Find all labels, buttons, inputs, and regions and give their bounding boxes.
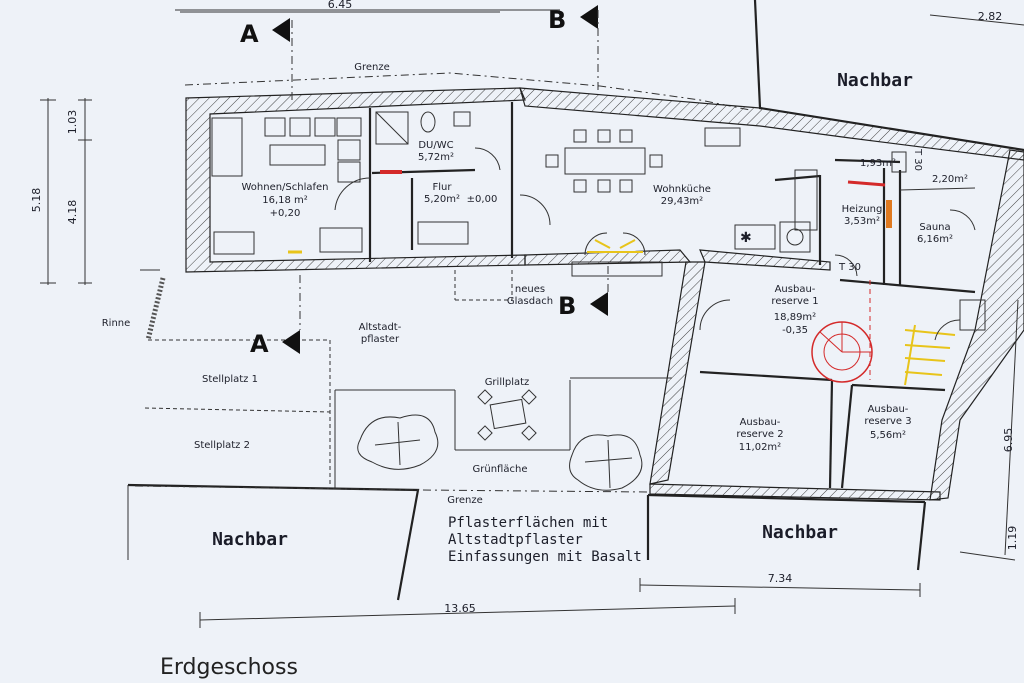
building-outer-walls [185, 87, 1024, 501]
altstadt-label-2: pflaster [361, 334, 400, 345]
stellplatz-2-label: Stellplatz 2 [194, 440, 250, 451]
room-sauna-name: Sauna [919, 222, 950, 233]
dim-top-right-text: 2.82 [978, 10, 1003, 23]
room-res2-name1: Ausbau- [740, 417, 781, 428]
section-b-top: B [548, 6, 566, 34]
room-heizung-area: 3,53m² [844, 216, 880, 227]
neighbor-label-bottom-right: Nachbar [762, 522, 838, 543]
dim-right-main: 6.95 [1002, 428, 1015, 453]
section-a-top: A [240, 20, 259, 48]
dim-bottom-right: 7.34 [768, 572, 793, 585]
room-small1-area: 1,93m² [860, 158, 896, 169]
heating-sauna-area [834, 151, 976, 277]
room-reserve-3: Ausbau- reserve 3 5,56m² [864, 404, 911, 441]
room-res1-name1: Ausbau- [775, 284, 816, 295]
room-res2-area: 11,02m² [739, 442, 781, 453]
neighbor-label-bottom-left: Nachbar [212, 529, 288, 550]
bedroom-furniture [211, 117, 371, 255]
room-flur: Flur 5,20m² ±0,00 [424, 182, 497, 205]
room-res1-area: 18,89m² [774, 312, 816, 323]
room-res3-name1: Ausbau- [868, 404, 909, 415]
room-heizung-name: Heizung [842, 204, 883, 215]
room-flur-level: ±0,00 [467, 194, 498, 205]
straight-staircase [699, 299, 986, 386]
room-res1-level: -0,35 [782, 325, 808, 336]
room-wohnen-level: +0,20 [270, 208, 301, 219]
dim-left-inner: 4.18 [66, 200, 79, 225]
kitchen-asterisk: ✱ [740, 230, 752, 246]
bathroom-fixtures [375, 111, 501, 171]
room-small2-area: 2,20m² [932, 174, 968, 185]
room-sauna-area: 6,16m² [917, 234, 953, 245]
room-wohnen-area: 16,18 m² [262, 195, 308, 206]
room-kueche: Wohnküche 29,43m² [653, 184, 711, 207]
note-line-1: Pflasterflächen mit [448, 515, 608, 531]
dim-top-text: 6.45 [328, 0, 353, 11]
dimension-top: 6.45 2.82 [180, 0, 1002, 23]
boundary-label-top: Grenze [354, 62, 390, 73]
door-t30-b: T 30 [912, 148, 923, 171]
section-b-bottom: B [558, 292, 576, 320]
dimension-bottom: 13.65 7.34 [199, 572, 921, 628]
neighbor-bottom-right [646, 493, 927, 571]
boundary-label-bottom: Grenze [447, 495, 483, 506]
altstadt-label-1: Altstadt- [359, 322, 402, 333]
dim-right-small: 1.19 [1006, 526, 1019, 551]
boundary-line-top [184, 72, 751, 111]
room-wohnen: Wohnen/Schlafen 16,18 m² +0,20 [241, 182, 328, 219]
boundary-line-bottom [134, 485, 649, 493]
room-kueche-area: 29,43m² [661, 196, 703, 207]
door-t30-a: T 30 [838, 262, 861, 273]
room-reserve-2: Ausbau- reserve 2 11,02m² [736, 417, 783, 453]
room-duwc: DU/WC 5,72m² [418, 140, 454, 163]
kitchen-doors [571, 232, 663, 277]
dim-left-outer: 5.18 [30, 188, 43, 213]
room-flur-area: 5,20m² [424, 194, 460, 205]
dim-bottom-left: 13.65 [444, 602, 476, 615]
section-a-bottom: A [250, 330, 269, 358]
interior-walls [368, 102, 976, 489]
room-kueche-name: Wohnküche [653, 184, 711, 195]
glasdach-label-2: Glasdach [507, 296, 553, 307]
room-heizung: Heizung 3,53m² [842, 204, 883, 227]
dimension-right: 6.95 1.19 [959, 299, 1019, 561]
flur-door [288, 170, 551, 254]
stellplatz-1-label: Stellplatz 1 [202, 374, 258, 385]
kitchen-counter: ✱ [734, 169, 818, 253]
tree-left [357, 414, 439, 470]
neighbor-label-top: Nachbar [837, 70, 913, 91]
dimension-left: 5.18 1.03 4.18 [30, 98, 92, 285]
room-reserve-1: Ausbau- reserve 1 18,89m² -0,35 [771, 284, 818, 336]
grillplatz-label: Grillplatz [485, 377, 530, 388]
room-sauna: Sauna 6,16m² [917, 222, 953, 245]
dim-left-top: 1.03 [66, 110, 79, 135]
section-markers: A B A B [240, 5, 609, 358]
room-duwc-area: 5,72m² [418, 152, 454, 163]
room-res2-name2: reserve 2 [736, 429, 783, 440]
tree-right [569, 434, 643, 491]
note-line-2: Altstadtpflaster [448, 532, 583, 548]
grill-table [477, 389, 537, 441]
rinne-label: Rinne [102, 318, 131, 329]
room-flur-name: Flur [433, 182, 453, 193]
glasdach-label-1: neues [515, 284, 545, 295]
gruenflaeche-label: Grünfläche [473, 464, 528, 475]
room-wohnen-name: Wohnen/Schlafen [241, 182, 328, 193]
outdoor-layout [140, 269, 672, 488]
note-line-3: Einfassungen mit Basalt [448, 549, 642, 565]
plan-title: Erdgeschoss [160, 655, 298, 680]
room-duwc-name: DU/WC [418, 140, 453, 151]
room-res1-name2: reserve 1 [771, 296, 818, 307]
room-res3-name2: reserve 3 [864, 416, 911, 427]
dining-table [545, 127, 741, 193]
spiral-staircase [811, 280, 873, 383]
room-res3-area: 5,56m² [870, 430, 906, 441]
